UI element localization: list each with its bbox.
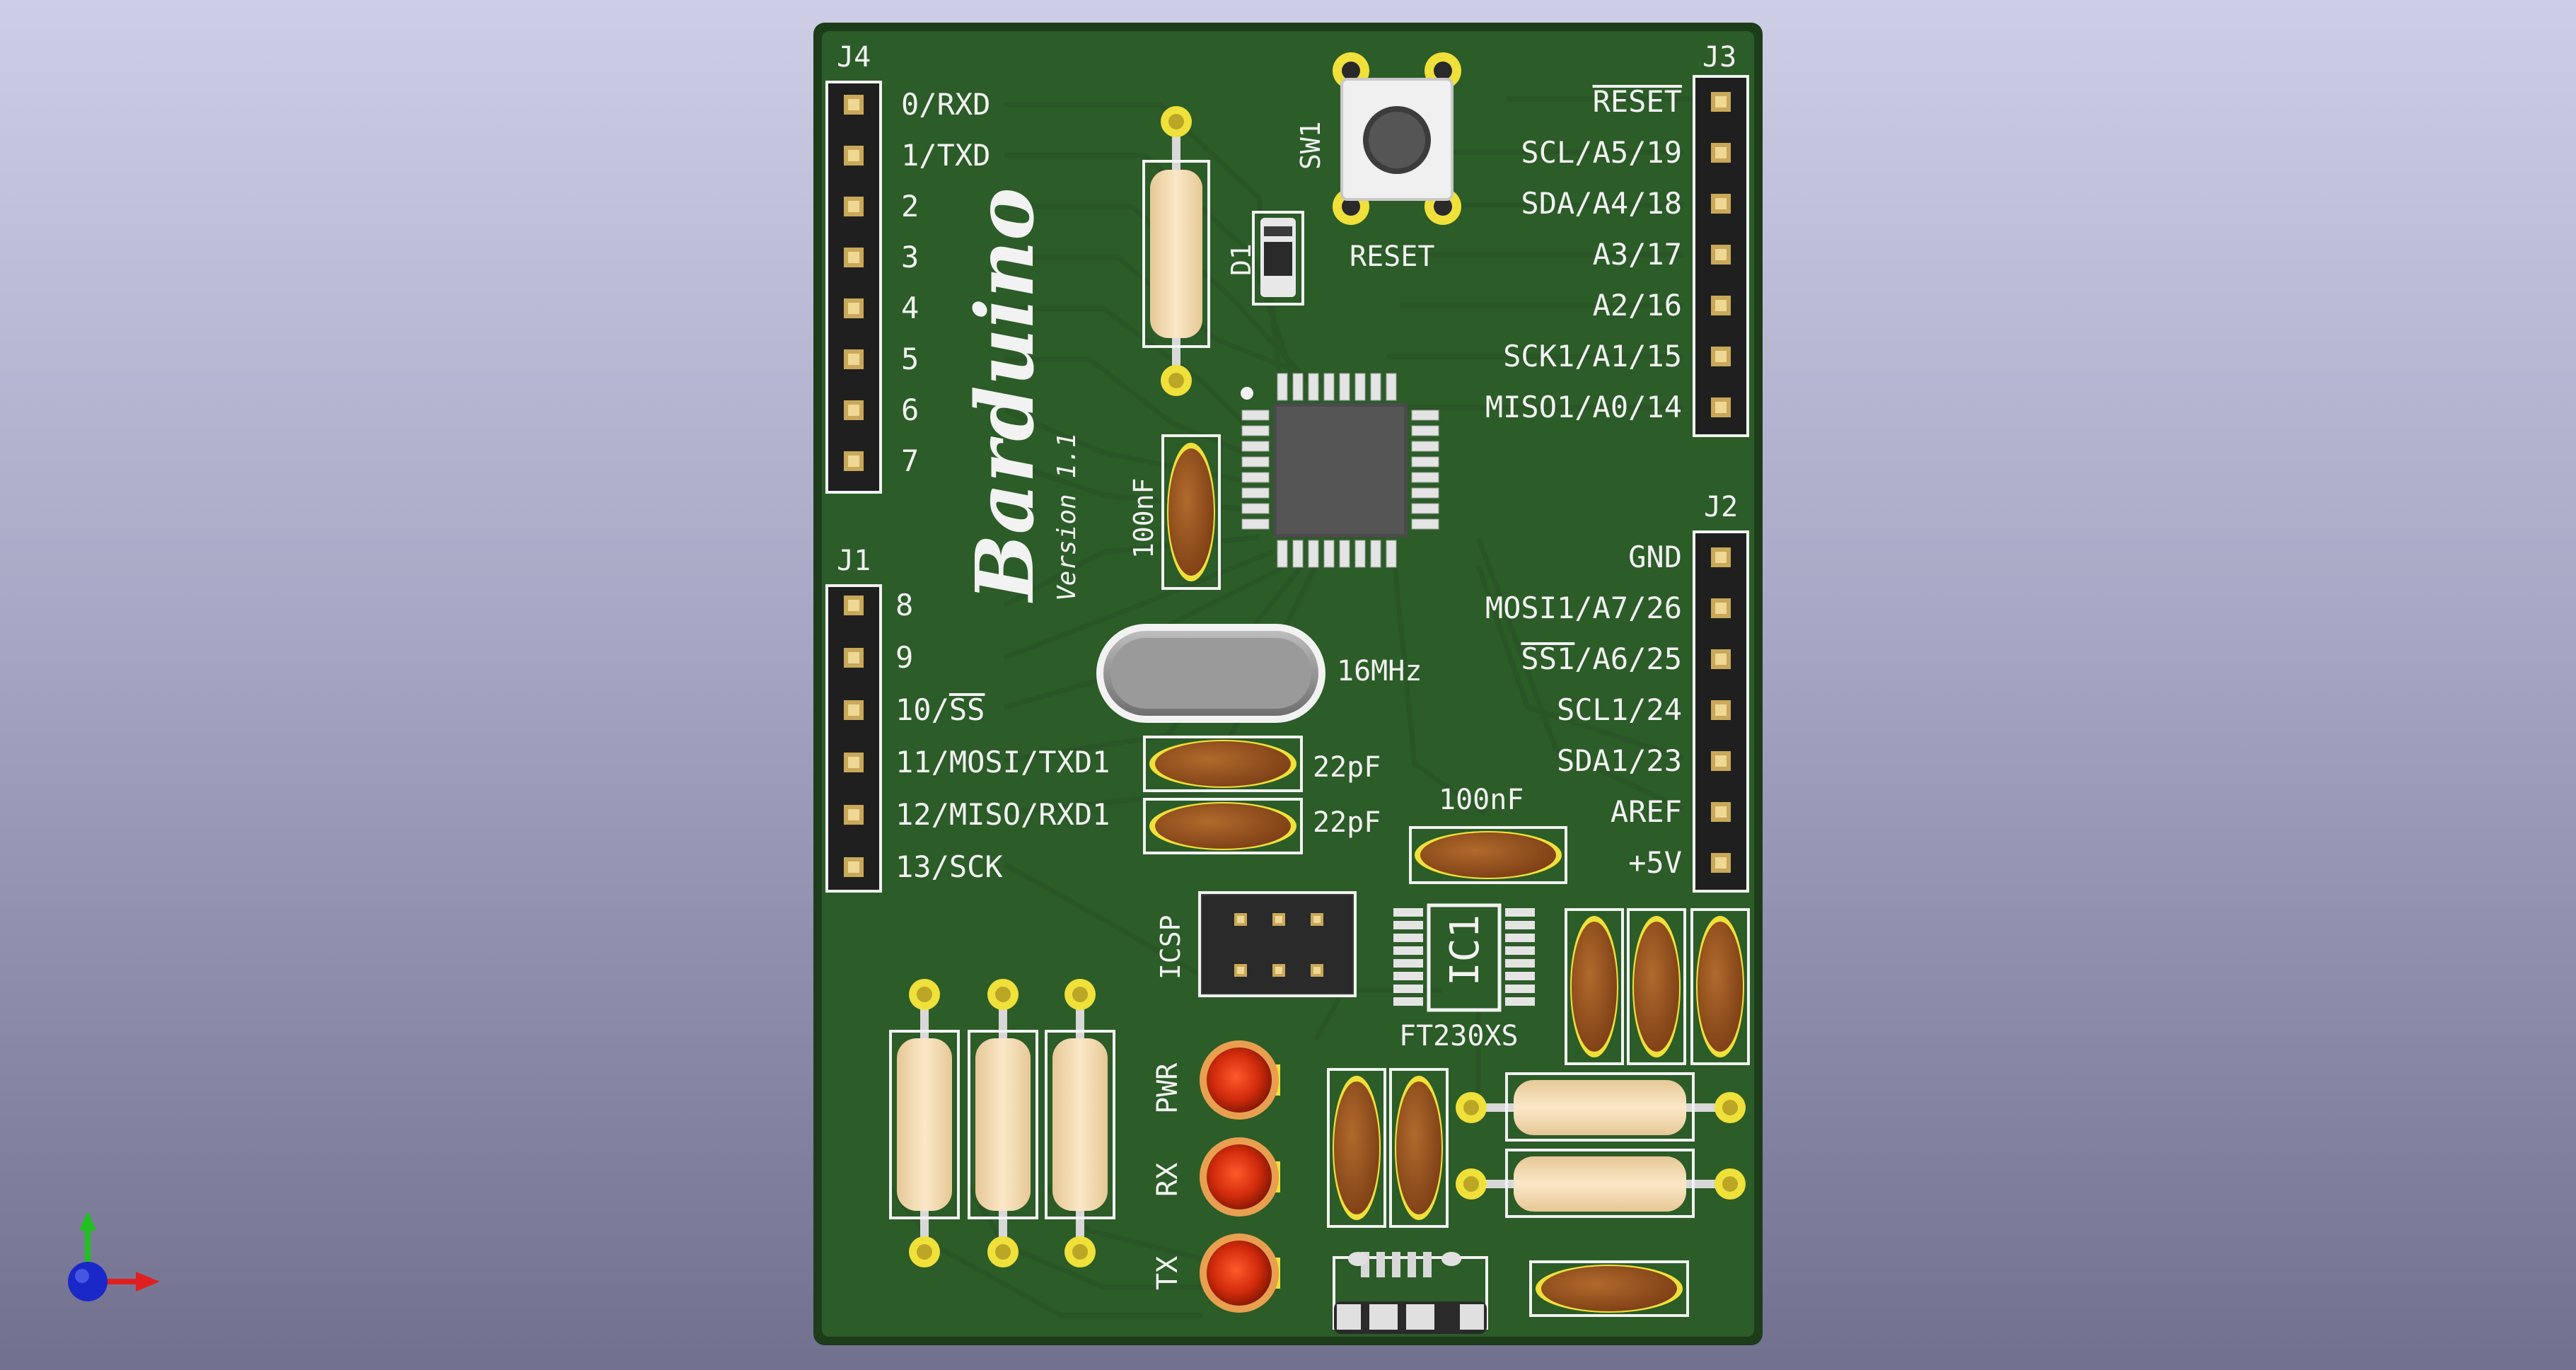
- 3d-axis-icon[interactable]: [68, 1211, 160, 1301]
- pin-label: AREF: [1611, 794, 1682, 829]
- capacitor-22pf-1: 22pF: [1143, 736, 1381, 792]
- pin-label: 10/SS: [895, 692, 985, 727]
- pin-label: SCK1/A1/15: [1503, 339, 1682, 373]
- pin-label: 12/MISO/RXD1: [895, 797, 1110, 832]
- capacitor-22pf-2: 22pF: [1143, 798, 1381, 854]
- capacitor-group-bottom: [1327, 1068, 1449, 1228]
- pin-label: 5: [901, 342, 919, 376]
- capacitor-100nf-ft: 100nF: [1409, 784, 1567, 884]
- board-version: Version 1.1: [1052, 433, 1081, 601]
- switch-ref-label: SW1: [1295, 121, 1326, 170]
- icsp-ref-label: ICSP: [1155, 915, 1186, 980]
- header-ref-label: J2: [1704, 491, 1738, 523]
- header-j4: J4 0/RXD 1/TXD 2 3 4 5 6 7: [825, 41, 990, 494]
- switch-sw1[interactable]: SW1 RESET: [1295, 52, 1461, 273]
- capacitor-value-label: 22pF: [1313, 806, 1381, 839]
- board-title-group: Barduino Version 1.1: [959, 187, 1081, 603]
- switch-function-label: RESET: [1350, 240, 1434, 273]
- ic-value-label: FT230XS: [1399, 1020, 1519, 1052]
- header-j2: J2 GND MOSI1/A7/26SS1/A6/25SCL1/24SDA1/23…: [1485, 491, 1749, 893]
- capacitor-value-label: 100nF: [1439, 784, 1524, 816]
- pin-label: 0/RXD: [901, 87, 990, 122]
- capacitor-value-label: 100nF: [1128, 478, 1159, 559]
- pin-label: RESET: [1593, 84, 1682, 119]
- crystal-16mhz: 16MHz: [1096, 624, 1422, 723]
- header-j3: J3 RESET SCL/A5/19SDA/A4/18A3/17A2/16SCK1…: [1485, 41, 1749, 437]
- board-title: Barduino: [959, 187, 1052, 603]
- diode-ref-label: D1: [1226, 243, 1257, 276]
- pin-label: +5V: [1628, 845, 1682, 880]
- mcu-qfp: [1241, 373, 1439, 568]
- header-ref-label: J3: [1702, 41, 1736, 74]
- pin-label: 8: [895, 588, 913, 622]
- pin-label: SDA/A4/18: [1521, 186, 1682, 221]
- led-pwr: PWR: [1151, 1040, 1280, 1120]
- ic-ft230xs: IC1 FT230XS: [1393, 903, 1535, 1052]
- pin-label: 6: [901, 393, 919, 427]
- pin-label: 2: [901, 189, 919, 224]
- pin-label: MOSI1/A7/26: [1485, 591, 1682, 625]
- led-label: PWR: [1151, 1062, 1184, 1114]
- pin-label: 7: [901, 443, 919, 478]
- header-ref-label: J4: [837, 41, 871, 74]
- ic-ref-label: IC1: [1442, 915, 1488, 986]
- diode-d1: D1: [1226, 211, 1304, 306]
- pin-label: 11/MOSI/TXD1: [895, 745, 1110, 779]
- pin-label: A2/16: [1593, 288, 1682, 323]
- usb-connector: [1333, 1252, 1488, 1334]
- pin-label: SS1/A6/25: [1521, 642, 1682, 676]
- capacitor-100nf-mcu: 100nF: [1128, 434, 1221, 590]
- resistor-group-left: [889, 979, 1115, 1267]
- pin-label: SCL1/24: [1557, 692, 1682, 727]
- pin-label: SCL/A5/19: [1521, 135, 1682, 170]
- pin-label: 1/TXD: [901, 138, 990, 173]
- led-rx: RX: [1151, 1137, 1280, 1217]
- capacitor-group-right: [1565, 908, 1750, 1065]
- pin-label: GND: [1628, 540, 1682, 574]
- pin-label: 3: [901, 240, 919, 274]
- icsp-header: ICSP: [1155, 891, 1357, 997]
- capacitor-value-label: 22pF: [1313, 751, 1381, 784]
- pin-label: SDA1/23: [1557, 743, 1682, 778]
- pin-label: A3/17: [1593, 237, 1682, 272]
- header-j1: J1 8 9 10/SS 11/MOSI/TXD1 12/MISO/RXD1 13/SCK: [825, 545, 1110, 893]
- led-label: RX: [1151, 1163, 1184, 1197]
- led-label: TX: [1151, 1256, 1184, 1290]
- resistor-r-top: [1142, 106, 1210, 396]
- header-ref-label: J1: [837, 545, 871, 577]
- crystal-value-label: 16MHz: [1337, 655, 1422, 687]
- capacitor-bottom-right: [1529, 1260, 1689, 1317]
- led-tx: TX: [1151, 1233, 1280, 1313]
- pin-label: 9: [895, 640, 913, 675]
- pin-label: 4: [901, 291, 919, 325]
- resistor-group-right: [1456, 1072, 1746, 1218]
- pin-label: 13/SCK: [895, 849, 1003, 884]
- pin-label: MISO1/A0/14: [1485, 390, 1682, 424]
